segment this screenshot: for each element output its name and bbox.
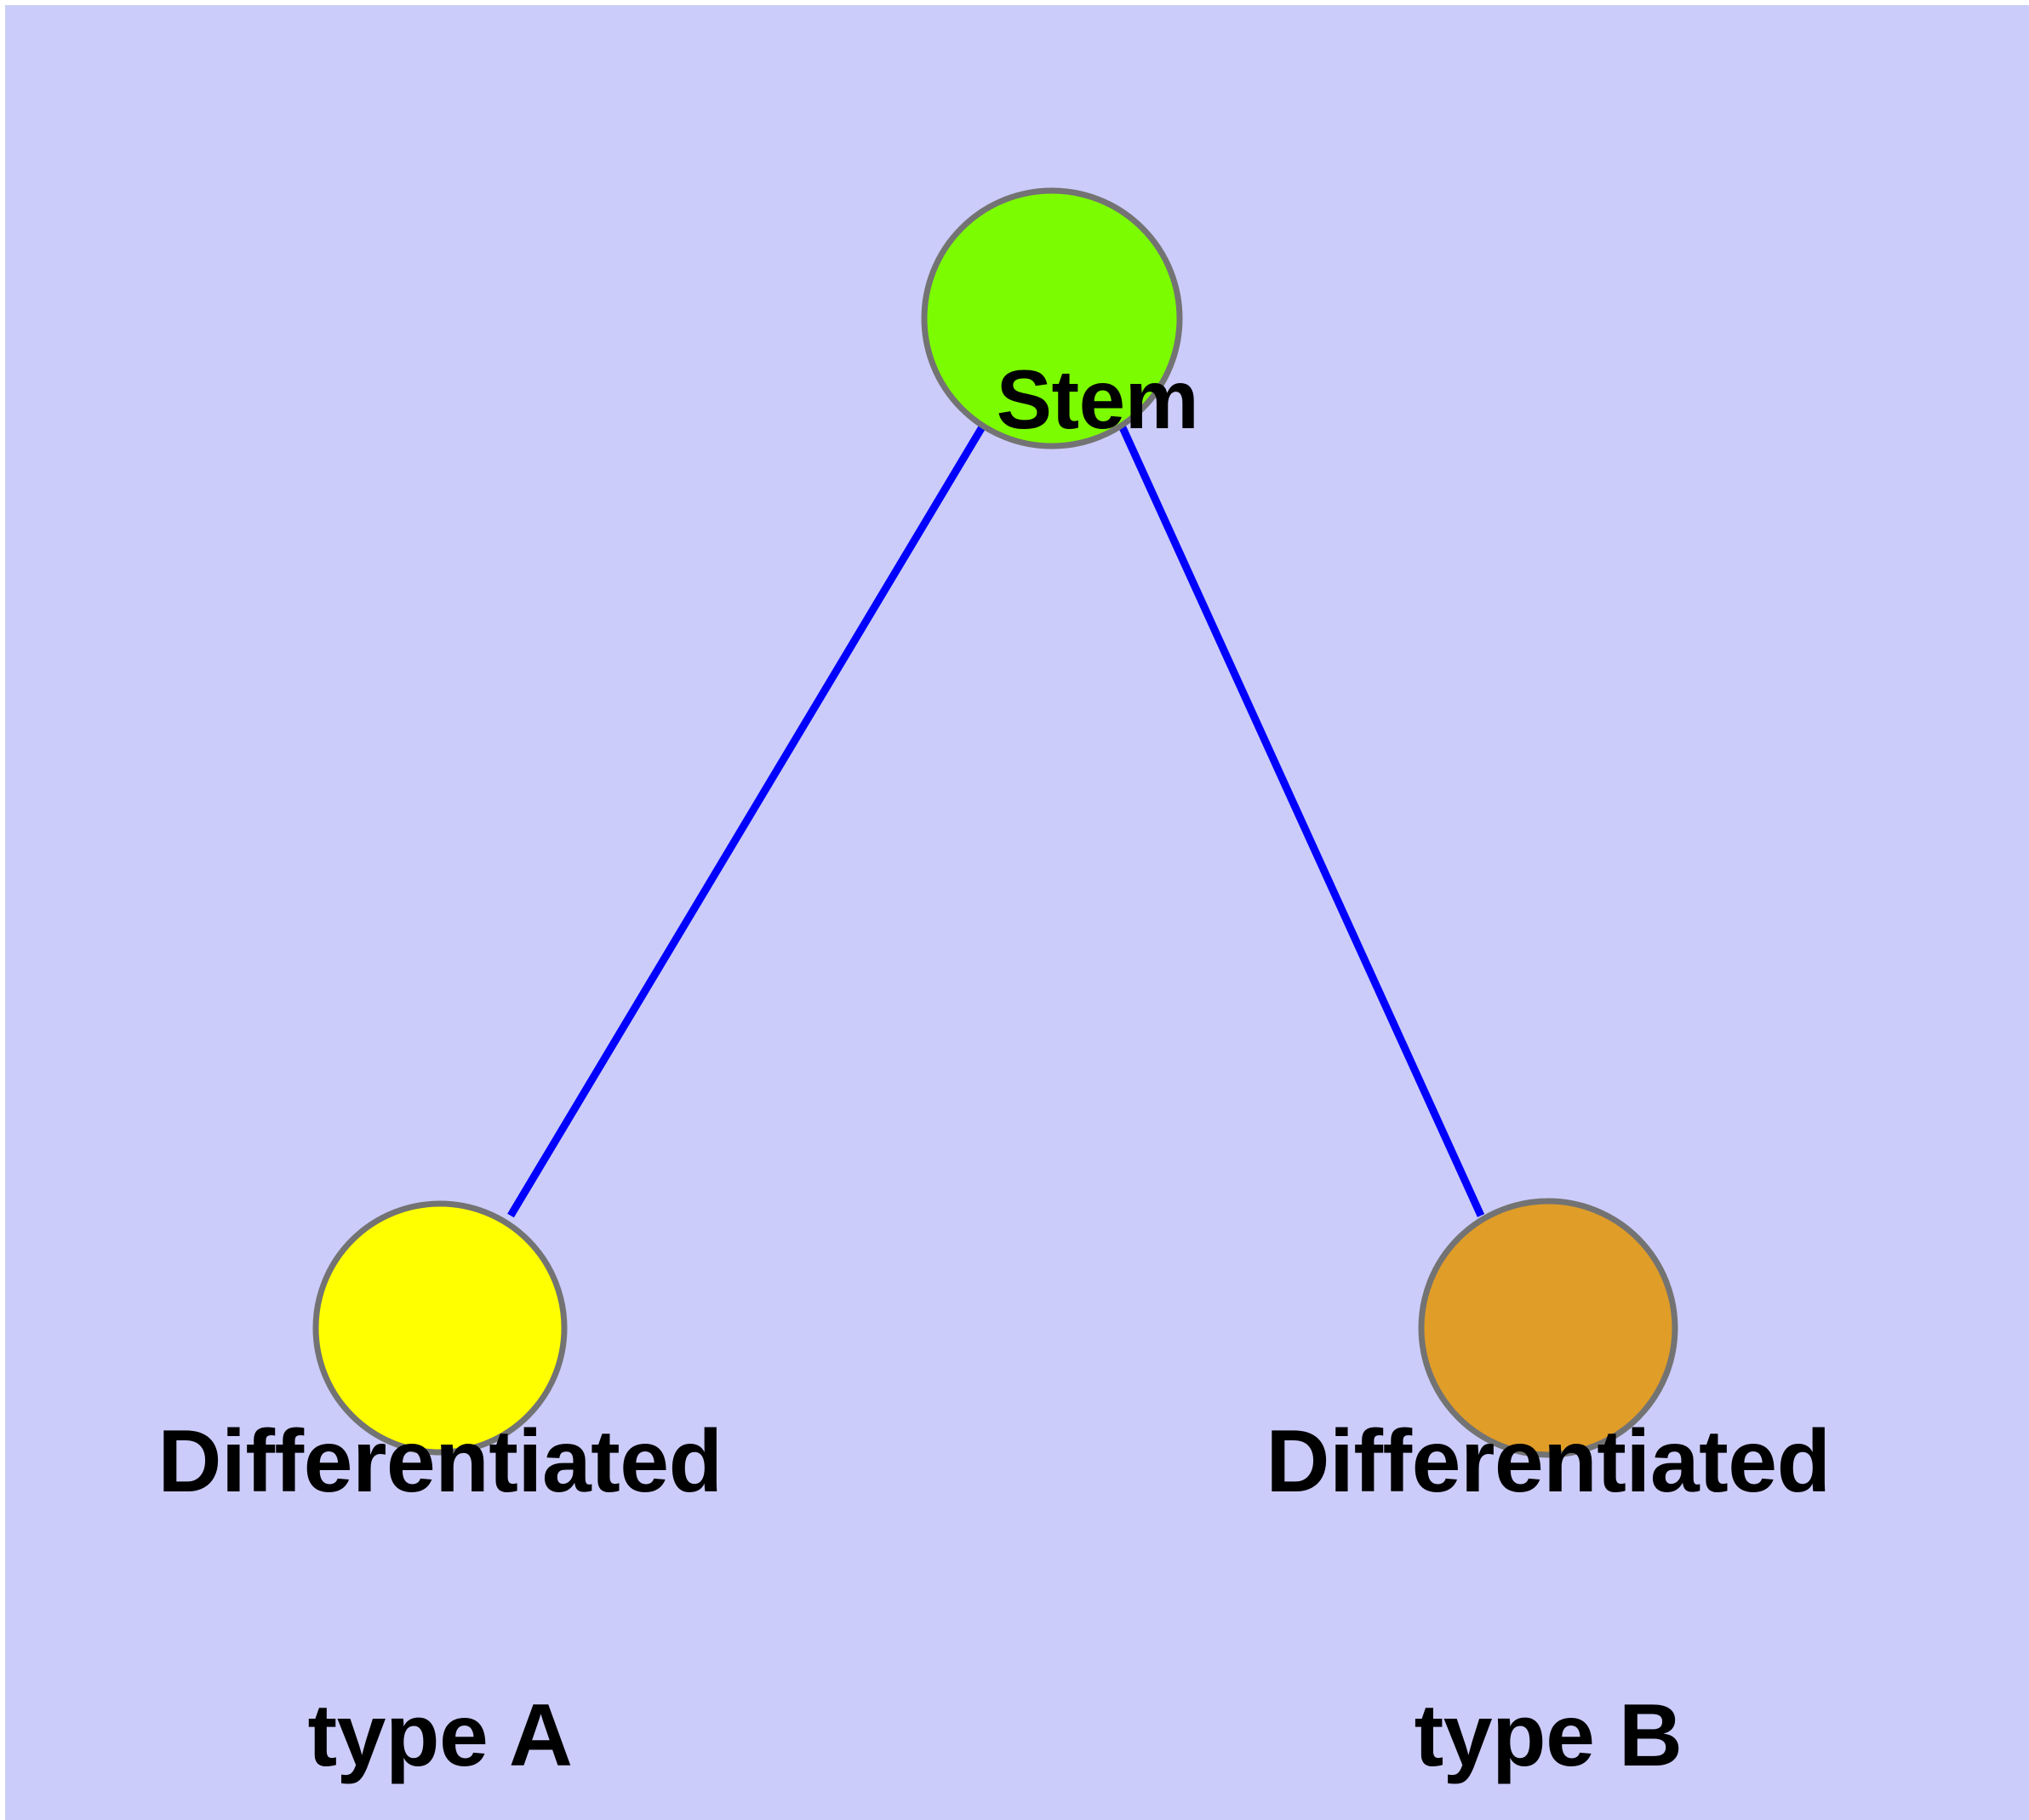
node-circle-stem[interactable] [921,187,1183,449]
node-circle-differentiated-type-a[interactable] [312,1200,568,1456]
node-group [312,187,1678,1458]
edge-stem-to-differentiated-type-a [507,423,986,1218]
edge-stem-to-differentiated-type-b [1117,424,1485,1217]
node-circle-differentiated-type-b[interactable] [1418,1198,1678,1458]
edge-group [507,423,1485,1218]
